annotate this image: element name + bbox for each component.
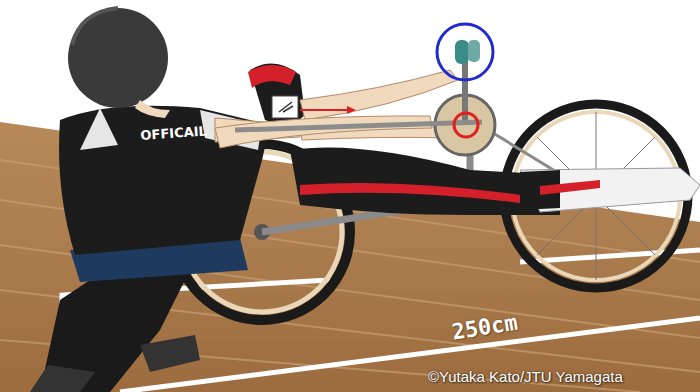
measuring-rod — [235, 122, 482, 130]
sign-symbol — [279, 102, 293, 112]
official — [30, 8, 432, 392]
direction-arrow — [300, 109, 350, 111]
arrow-head — [347, 106, 356, 114]
sign-board — [272, 96, 298, 118]
hand-crank — [435, 40, 495, 155]
red-highlight-circle — [454, 113, 478, 137]
copyright-watermark: ©Yutaka Kato/JTU Yamagata — [428, 368, 623, 385]
athlete — [248, 64, 700, 215]
handcycle-frame — [262, 125, 596, 232]
blue-highlight-circle — [437, 24, 493, 80]
